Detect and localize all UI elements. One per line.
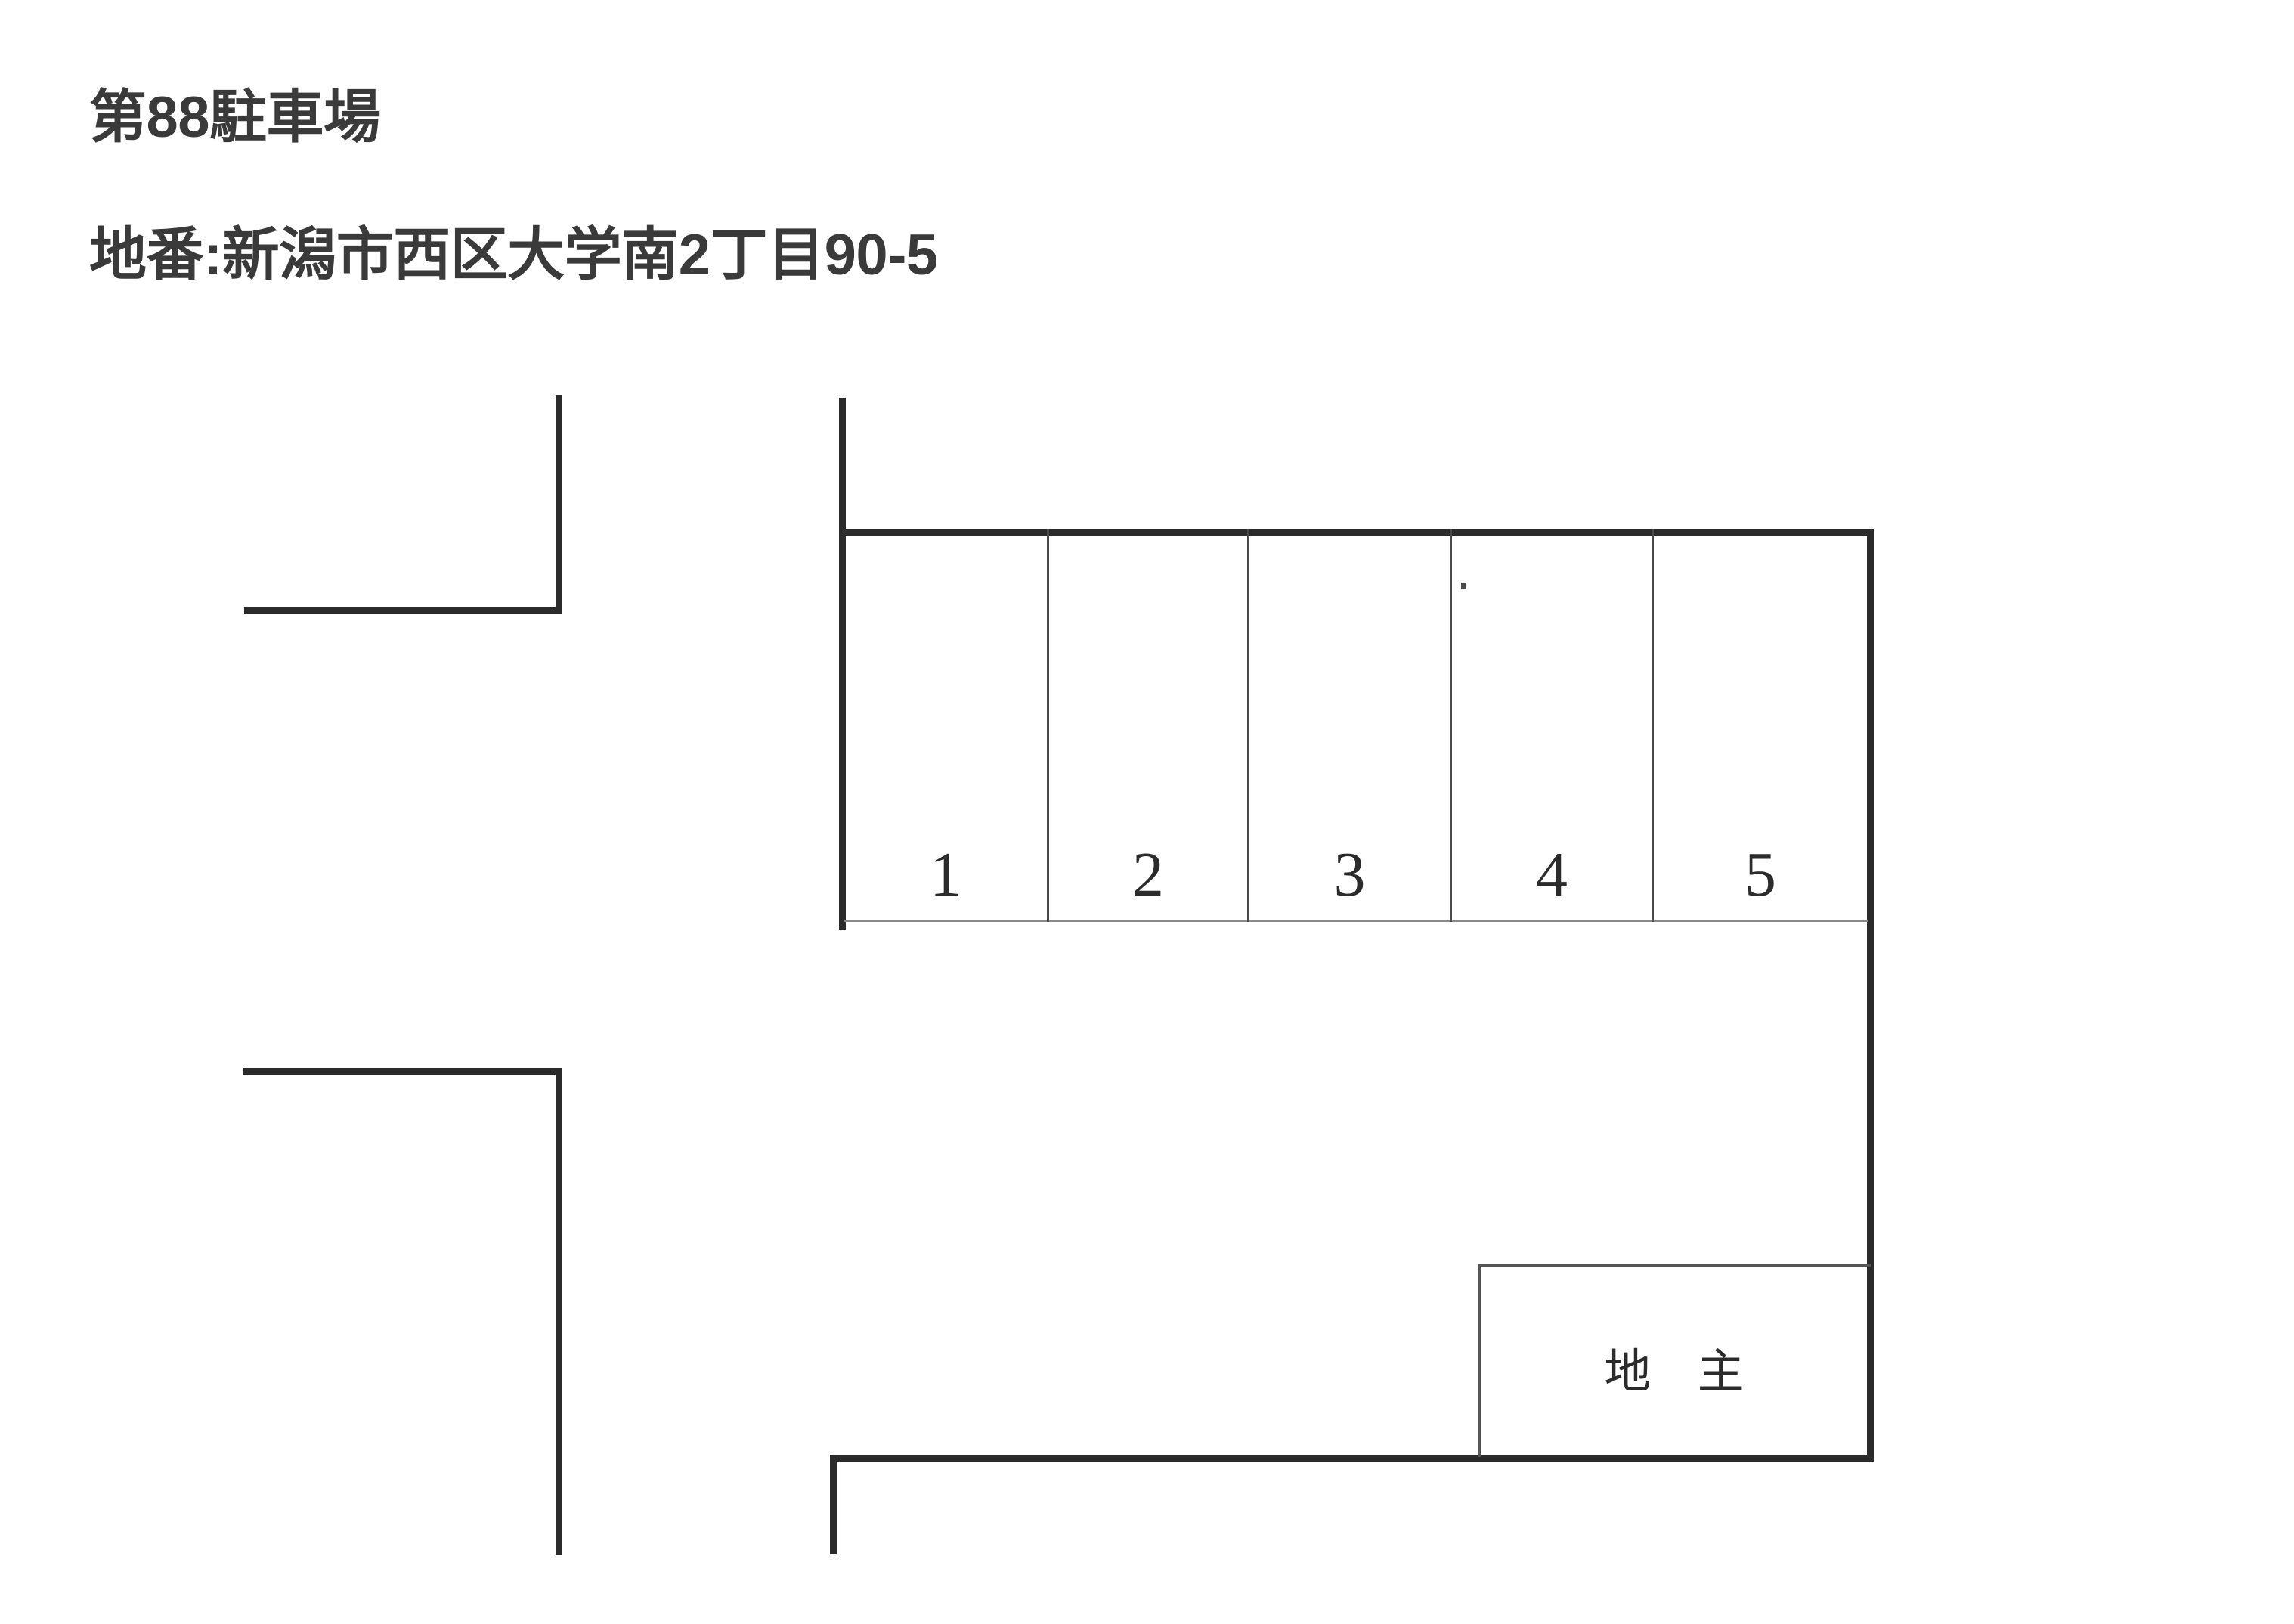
boundary-lower-left-horizontal (243, 1068, 562, 1075)
lot-right-edge (1867, 529, 1874, 1462)
scan-artifact-speck (1461, 583, 1466, 589)
parking-stall-5[interactable]: 5 (1654, 529, 1867, 922)
parking-stall-1[interactable]: 1 (844, 529, 1047, 922)
stall-divider-4-5 (1652, 529, 1654, 922)
lot-bottom-edge (830, 1455, 1874, 1462)
owner-area-label: 地 主 (1604, 1346, 1761, 1398)
address-line: 地番:新潟市西区大学南2丁目90-5 (89, 223, 938, 287)
parking-stall-row: 1 2 3 4 5 (844, 529, 1867, 922)
owner-area-top-edge (1478, 1264, 1871, 1267)
lot-bottom-left-stub (830, 1455, 837, 1554)
stall-number-1: 1 (930, 840, 961, 910)
lot-top-edge (839, 529, 1874, 536)
stall-divider-1-2 (1047, 529, 1049, 922)
owner-area-left-edge (1478, 1264, 1481, 1457)
lot-left-edge (839, 398, 846, 930)
boundary-upper-left-horizontal (244, 607, 562, 614)
stall-number-3: 3 (1333, 840, 1366, 910)
parking-stall-4[interactable]: 4 (1452, 529, 1652, 922)
owner-area[interactable]: 地 主 (1478, 1264, 1871, 1457)
stall-number-2: 2 (1132, 840, 1164, 910)
stall-divider-2-3 (1247, 529, 1249, 922)
parking-stall-2[interactable]: 2 (1049, 529, 1247, 922)
stall-row-bottom-line (844, 920, 1868, 922)
stall-divider-3-4 (1450, 529, 1452, 922)
stall-number-5: 5 (1744, 840, 1776, 910)
parking-stall-3[interactable]: 3 (1249, 529, 1450, 922)
page-title: 第88駐車場 (89, 85, 381, 150)
boundary-upper-left-vertical (556, 395, 562, 613)
stall-number-4: 4 (1536, 840, 1568, 910)
boundary-lower-left-vertical (556, 1068, 562, 1555)
